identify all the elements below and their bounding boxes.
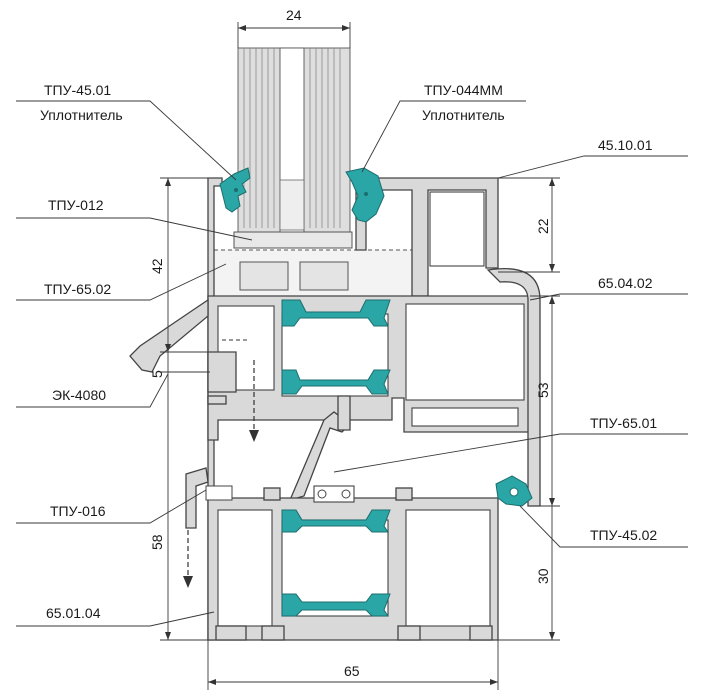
- glazing-bead-profile: [355, 177, 499, 297]
- dim-42: 42: [149, 258, 165, 274]
- dimension-lines: [160, 22, 560, 690]
- label-tpu-6501: ТПУ-65.01: [590, 415, 657, 431]
- label-profile-45-10-01: 45.10.01: [598, 137, 653, 153]
- gasket-tpu4502: [495, 475, 533, 507]
- label-tpu-6502: ТПУ-65.02: [44, 281, 111, 297]
- glazing-block: [213, 231, 415, 297]
- label-tpu-016: ТПУ-016: [50, 503, 106, 519]
- dim-22: 22: [535, 218, 551, 234]
- drainage-arrows: [183, 339, 259, 588]
- outer-trim-ek4080: [129, 298, 237, 405]
- dim-5: 5: [149, 370, 165, 378]
- gasket-tpu044mm: [345, 167, 385, 223]
- lower-frame-profile: [207, 487, 499, 641]
- callout-labels: ТПУ-45.01 Уплотнитель ТПУ-044ММ Уплотнит…: [40, 82, 657, 621]
- label-profile-65-04-02: 65.04.02: [598, 275, 653, 291]
- dim-53: 53: [535, 382, 551, 398]
- thermal-break-lower: [281, 485, 391, 617]
- label-uplotnitel-left: Уплотнитель: [40, 107, 123, 123]
- thermal-break-upper: [281, 299, 391, 395]
- label-tpu-044mm: ТПУ-044ММ: [424, 82, 503, 98]
- label-tpu-012: ТПУ-012: [48, 197, 104, 213]
- seal-tpu016: [185, 467, 233, 529]
- label-tpu-4501: ТПУ-45.01: [44, 82, 111, 98]
- dim-30: 30: [535, 568, 551, 584]
- label-ek-4080: ЭК-4080: [52, 387, 106, 403]
- dim-24: 24: [286, 7, 302, 23]
- label-tpu-4502: ТПУ-45.02: [590, 527, 657, 543]
- gasket-tpu4501: [219, 167, 251, 213]
- upper-sash-profile: [207, 268, 541, 507]
- dimension-values: 24 22 42 5 53 58 30 65: [149, 7, 551, 679]
- label-uplotnitel-right: Уплотнитель: [422, 107, 505, 123]
- glass-unit: [237, 47, 351, 234]
- dim-58: 58: [149, 534, 165, 550]
- label-profile-65-01-04: 65.01.04: [46, 605, 101, 621]
- dim-65: 65: [344, 663, 360, 679]
- leader-lines: [16, 100, 688, 627]
